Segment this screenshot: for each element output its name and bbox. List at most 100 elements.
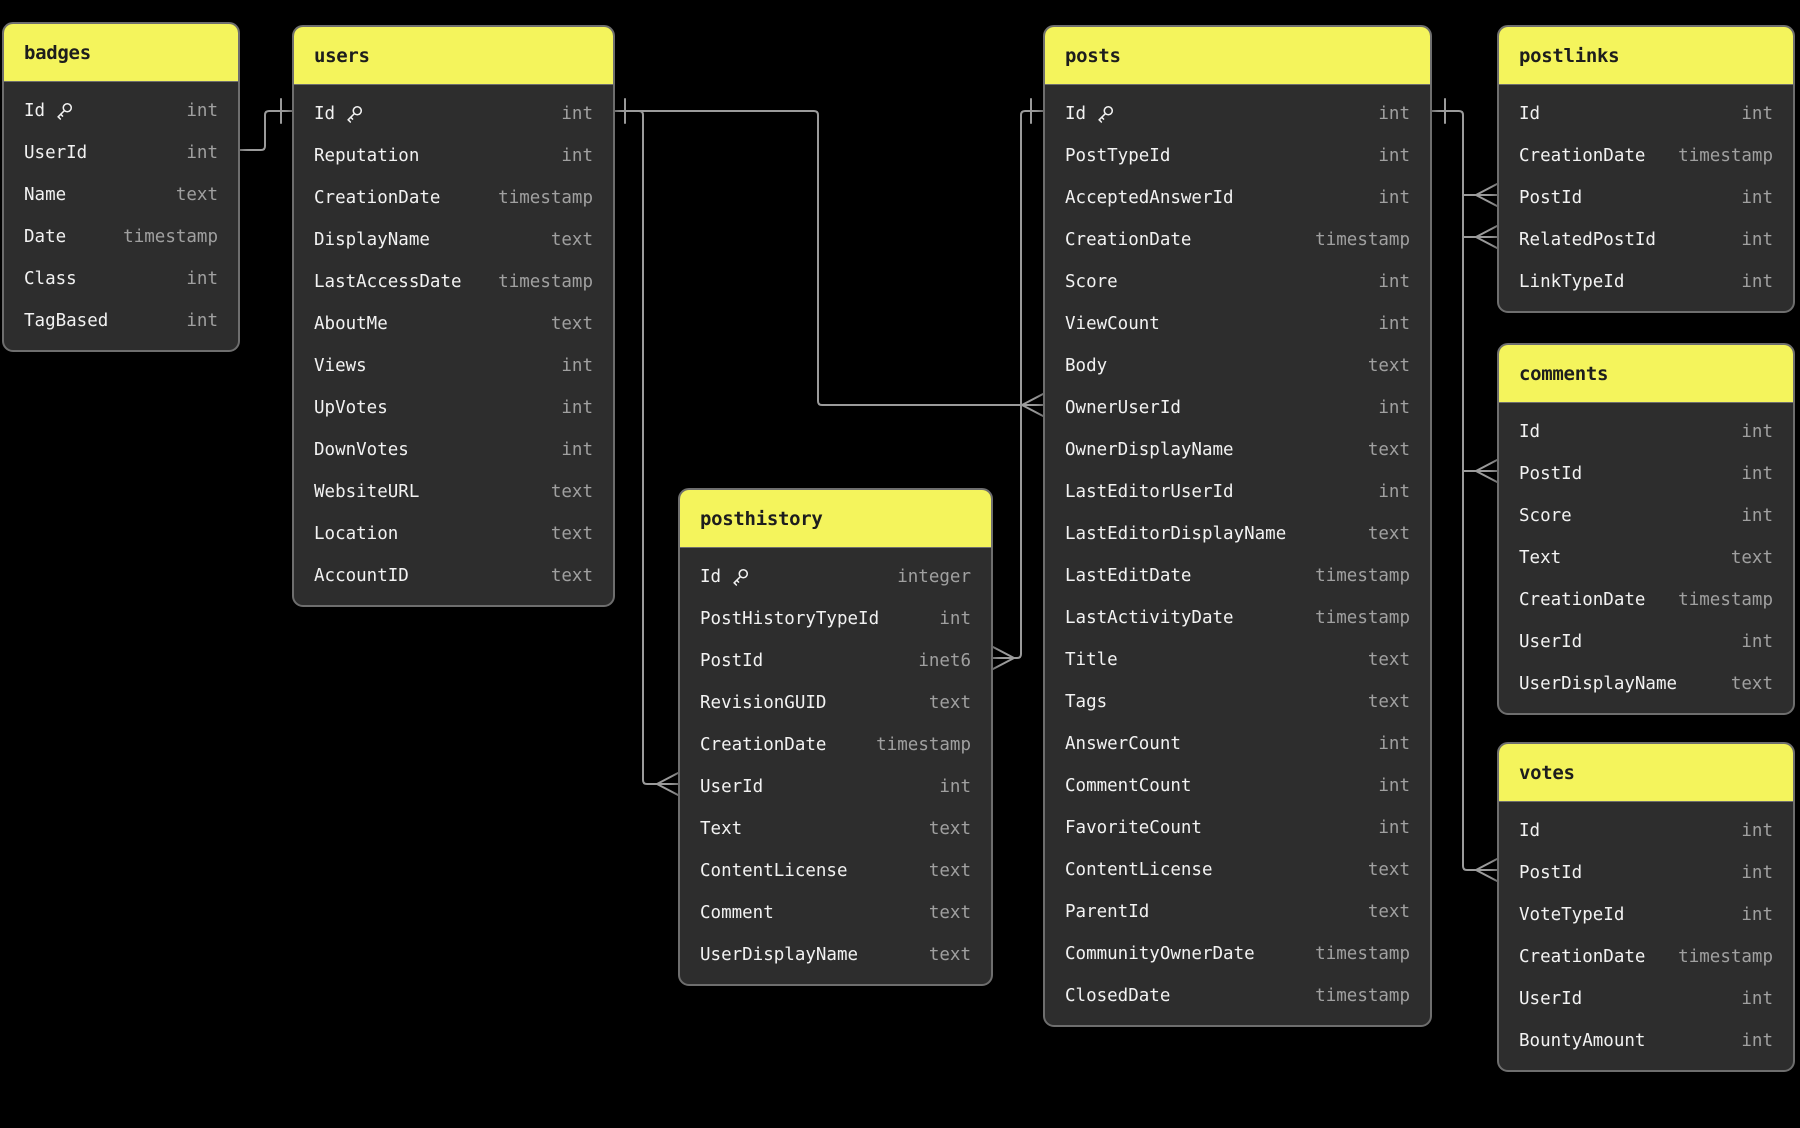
field-type: text <box>175 185 218 205</box>
field-type: text <box>1730 548 1773 568</box>
table-header[interactable]: users <box>294 27 613 85</box>
field-type: int <box>1378 188 1410 208</box>
field-name: Id <box>1519 104 1541 124</box>
field-name: UserDisplayName <box>1519 674 1678 694</box>
field-name: VoteTypeId <box>1519 905 1625 925</box>
field-type: int <box>1741 188 1773 208</box>
field-type: int <box>1741 506 1773 526</box>
field-name: Id <box>1519 422 1541 442</box>
field-type: timestamp <box>1315 944 1410 964</box>
field-name: Text <box>700 819 743 839</box>
field-name: UpVotes <box>314 398 388 418</box>
field-type: int <box>561 398 593 418</box>
field-users-DisplayName: DisplayName text <box>294 219 613 261</box>
field-type: int <box>1741 905 1773 925</box>
field-name: UserDisplayName <box>700 945 859 965</box>
field-name: CreationDate <box>314 188 441 208</box>
field-type: text <box>1367 860 1410 880</box>
field-type: text <box>928 945 971 965</box>
field-name: ViewCount <box>1065 314 1160 334</box>
field-posthistory-UserDisplayName: UserDisplayName text <box>680 934 991 976</box>
field-type: int <box>1378 146 1410 166</box>
field-type: text <box>550 566 593 586</box>
table-header[interactable]: posthistory <box>680 490 991 548</box>
field-badges-Id: Id int <box>4 90 238 132</box>
field-name: PostId <box>1519 464 1583 484</box>
field-users-Id: Id int <box>294 93 613 135</box>
field-name: FavoriteCount <box>1065 818 1202 838</box>
field-type: int <box>1378 776 1410 796</box>
table-header[interactable]: badges <box>4 24 238 82</box>
field-name: Score <box>1519 506 1572 526</box>
field-name: Views <box>314 356 367 376</box>
field-type: text <box>1367 902 1410 922</box>
field-name: Id <box>314 104 336 124</box>
field-name: Id <box>1519 821 1541 841</box>
field-name: TagBased <box>24 311 109 331</box>
field-type: text <box>550 230 593 250</box>
field-name: PostHistoryTypeId <box>700 609 880 629</box>
field-name: Date <box>24 227 67 247</box>
field-name: ClosedDate <box>1065 986 1171 1006</box>
field-name: CommentCount <box>1065 776 1192 796</box>
field-name: Id <box>24 101 46 121</box>
field-type: timestamp <box>498 272 593 292</box>
field-name: DisplayName <box>314 230 430 250</box>
field-type: text <box>1367 356 1410 376</box>
field-name: DownVotes <box>314 440 409 460</box>
field-type: text <box>550 524 593 544</box>
field-name: UserId <box>1519 632 1583 652</box>
field-posthistory-Id: Id integer <box>680 556 991 598</box>
field-name: Id <box>1065 104 1087 124</box>
field-type: int <box>1741 272 1773 292</box>
crow-foot-marker <box>656 772 679 796</box>
table-header[interactable]: votes <box>1499 744 1793 802</box>
field-type: int <box>186 269 218 289</box>
field-name: AnswerCount <box>1065 734 1181 754</box>
field-type: timestamp <box>1678 590 1773 610</box>
field-name: CreationDate <box>700 735 827 755</box>
table-header[interactable]: posts <box>1045 27 1430 85</box>
relationship-line-users-id-posthistory-userid <box>614 110 679 785</box>
field-type: text <box>1367 524 1410 544</box>
field-type: text <box>1367 440 1410 460</box>
relationship-line-users-id-posts-owneruserid <box>614 110 1044 406</box>
field-name: UserId <box>24 143 88 163</box>
relationship-line-posts-id-right-trunk <box>1431 110 1498 871</box>
field-type: int <box>186 311 218 331</box>
field-name: WebsiteURL <box>314 482 420 502</box>
crow-foot-marker <box>992 646 1015 670</box>
table-header[interactable]: postlinks <box>1499 27 1793 85</box>
table-header[interactable]: comments <box>1499 345 1793 403</box>
field-type: int <box>1378 272 1410 292</box>
field-type: text <box>1730 674 1773 694</box>
field-type: timestamp <box>1678 146 1773 166</box>
field-type: text <box>1367 650 1410 670</box>
